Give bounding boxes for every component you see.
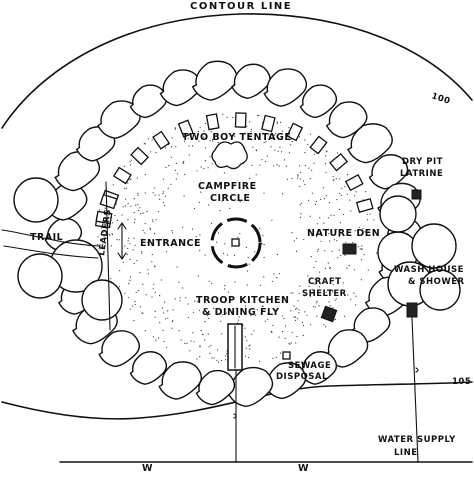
tree-clump [129,351,168,385]
shelter-label: SHELTER [302,289,347,299]
wash-house-marker [406,302,418,318]
dry-pit-label: DRY PIT [402,157,443,167]
water-supply-line [59,317,473,463]
tree-clump [299,351,338,385]
tree-clump [324,329,369,368]
entrance-label: ENTRANCE [140,238,201,249]
entrance-arrow-icon [117,222,127,260]
tree-clump [299,84,338,119]
tree-clump [368,154,409,190]
contour-105-label: 105 [452,377,471,387]
trail-path [1,229,101,247]
troop-kitchen-label: TROOP KITCHEN [196,295,289,306]
latrine-marker [411,189,422,200]
wash-house-label: WASH HOUSE [394,265,464,275]
trail-path-lower [3,245,99,259]
tree-clump [264,362,307,400]
craft-label: CRAFT [308,277,341,287]
latrine-label: LATRINE [400,169,443,179]
bush-clump [379,195,417,233]
tent-icon [112,166,132,185]
water-supply-label: WATER SUPPLY [378,435,456,445]
tent-icon [177,119,194,138]
bush-clump [419,269,461,311]
tent-icon [355,197,374,214]
tent-icon [205,113,220,131]
leaders-line [105,181,111,331]
tent-icon [329,152,349,172]
circle-label: CIRCLE [210,193,250,204]
bush-clump [17,253,63,299]
nature-den-marker [342,243,357,255]
two-boy-tentage-label: TWO BOY TENTAGE [182,132,291,143]
sewage-label: SEWAGE [288,361,331,371]
tree-clump [54,151,101,192]
small-bush-icon [211,141,248,170]
tree-clump [191,60,238,101]
contour-100-label: 100 [430,91,451,106]
contour-line-label: CONTOUR LINE [190,1,292,12]
bush-clump [81,279,123,321]
tree-clump [97,100,141,139]
tent-icon [95,210,113,225]
contour-line-100 [1,13,473,129]
tent-icon [130,146,150,166]
trail-label: TRAIL [30,232,63,243]
tree-line [13,60,461,408]
tree-clump [325,101,368,139]
tent-icon [152,130,171,150]
tree-clump [347,123,393,164]
bush-clump [411,223,457,269]
tree-clump [98,330,140,368]
water-line-w-label-1: W [142,463,153,474]
disposal-label: DISPOSAL [276,372,328,382]
tree-clump [195,369,236,406]
water-line-w-label-2: W [298,463,309,474]
tent-icon [261,114,276,133]
tree-clump [263,68,308,107]
campfire-circle-icon [210,217,262,269]
tree-clump [158,361,202,400]
tree-clump [75,126,116,162]
tent-icon [286,122,304,142]
nature-den-label: NATURE DEN [307,228,380,239]
shower-label: & SHOWER [408,277,465,287]
tree-clump [129,84,168,119]
tent-icon [344,174,364,192]
campfire-label: CAMPFIRE [198,181,257,192]
bush-clump [13,177,59,223]
tent-icon [234,112,247,128]
dining-fly-label: & DINING FLY [202,307,280,318]
tent-icon [309,135,328,155]
sewage-disposal-marker [282,351,291,360]
craft-shelter-marker [320,305,338,323]
line-label: LINE [394,448,418,458]
